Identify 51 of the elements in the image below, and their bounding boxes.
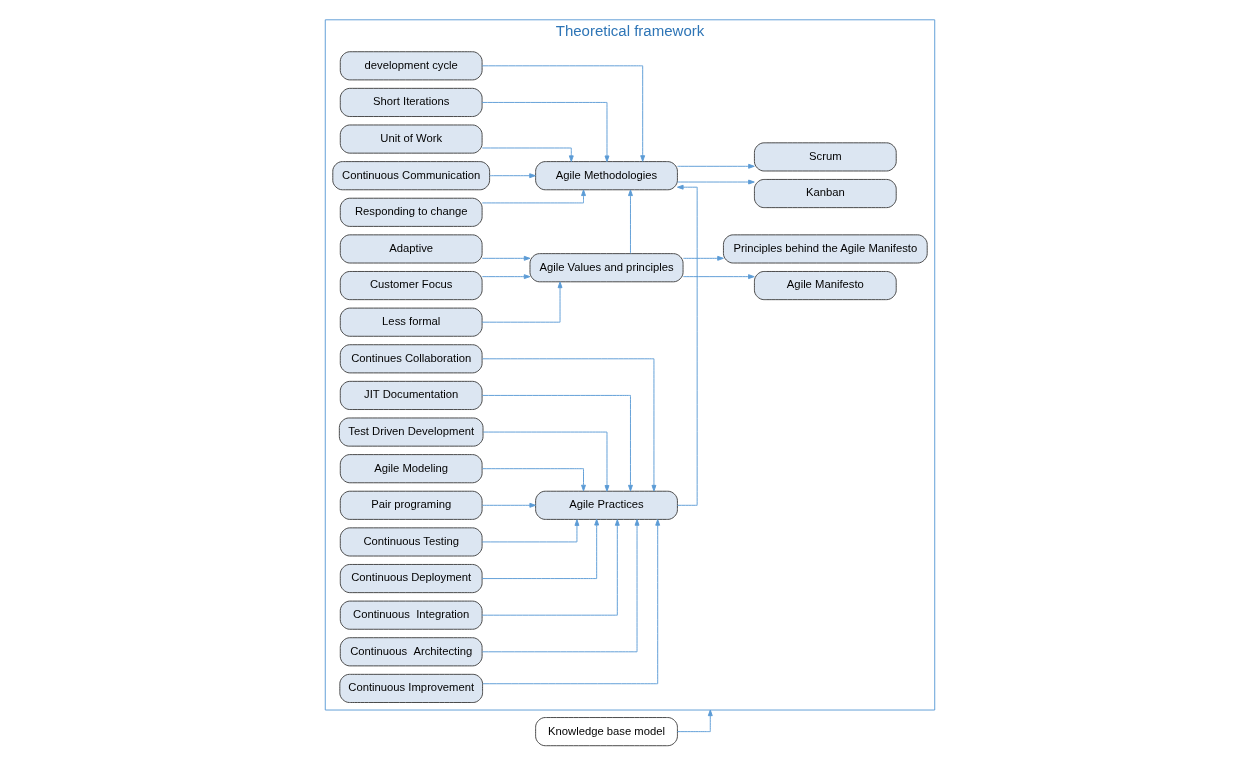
node-box: Agile Values and principles (529, 253, 684, 283)
node-box: Kanban (753, 179, 897, 209)
node-box: Scrum (753, 142, 897, 172)
arrow (481, 518, 600, 579)
node-box: Pair programing (339, 490, 483, 520)
node-box: Knowledge base model (535, 717, 678, 747)
arrow (481, 468, 586, 492)
node-box: Agile Modeling (339, 454, 483, 484)
arrow (482, 519, 661, 685)
node-box: Agile Manifesto (753, 271, 897, 301)
arrow (682, 274, 755, 280)
node-box: Agile Methodologies (535, 161, 678, 191)
arrow (481, 519, 640, 653)
arrow (481, 147, 574, 162)
arrow (481, 255, 531, 261)
node-box: Continuous Communication (332, 161, 491, 191)
node-box: Unit of Work (339, 124, 483, 154)
node-box: development cycle (339, 51, 483, 81)
node-box: Customer Focus (339, 271, 483, 301)
node-box: Continuous Testing (339, 527, 483, 557)
node-box: Agile Practices (535, 490, 678, 520)
node-box: Continuous Improvement (339, 673, 484, 703)
arrow (489, 173, 536, 179)
arrow (481, 394, 633, 492)
arrow (481, 358, 657, 492)
arrow (481, 502, 536, 508)
node-box: Responding to change (339, 197, 483, 227)
arrow (682, 255, 724, 261)
node-box: Principles behind the Agile Manifesto (722, 234, 928, 264)
arrow (482, 431, 610, 492)
arrow (481, 189, 586, 204)
arrow (481, 519, 580, 543)
arrow (628, 189, 633, 254)
node-box: Continuous Architecting (339, 637, 483, 667)
node-box: Continuous Deployment (339, 564, 483, 594)
node-box: Adaptive (339, 234, 483, 264)
node-box: Short Iterations (339, 87, 483, 117)
arrow (677, 709, 713, 733)
arrow (481, 281, 563, 323)
arrow (481, 65, 646, 162)
arrow (481, 519, 620, 616)
arrow (481, 274, 531, 280)
node-box: Continuous Integration (339, 600, 483, 630)
arrow (677, 163, 755, 169)
node-box: Less formal (339, 307, 483, 337)
node-box: Continues Collaboration (339, 344, 483, 374)
arrow (677, 184, 698, 506)
arrow (481, 101, 610, 163)
arrow (677, 179, 755, 185)
node-box: JIT Documentation (339, 380, 483, 410)
node-box: Test Driven Development (338, 417, 484, 447)
